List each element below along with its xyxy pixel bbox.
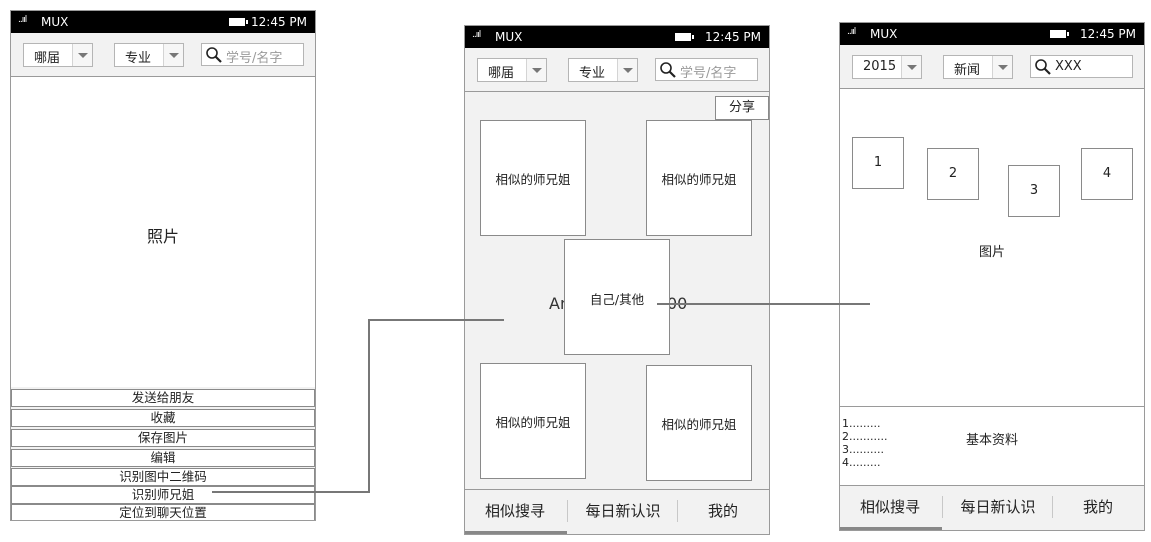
search-icon xyxy=(206,47,222,63)
major-dropdown[interactable]: 专业 xyxy=(114,43,184,67)
chevron-down-icon xyxy=(617,59,637,81)
status-bar: ..ııl MUX 12:45 PM xyxy=(840,23,1144,45)
search-icon xyxy=(1035,59,1051,75)
similar-alumni-card-2[interactable]: 相似的师兄姐 xyxy=(646,120,752,236)
battery-icon xyxy=(229,18,248,26)
year-dropdown-value: 2015 xyxy=(863,59,897,74)
menu-scan-qr[interactable]: 识别图中二维码 xyxy=(11,468,315,486)
status-bar: ..ııl MUX 12:45 PM xyxy=(465,26,769,48)
info-line-3: 3.......... xyxy=(842,443,884,456)
search-placeholder: 学号/名字 xyxy=(680,66,737,81)
year-dropdown[interactable]: 2015 xyxy=(852,55,922,79)
search-input[interactable]: 学号/名字 xyxy=(655,58,758,81)
self-other-label: 自己/其他 xyxy=(589,292,645,307)
profile-info-panel: 1......... 2........... 3.......... 4...… xyxy=(840,407,1144,486)
image-box-1[interactable]: 1 xyxy=(852,137,904,189)
carrier-name: MUX xyxy=(41,15,69,29)
image-box-3[interactable]: 3 xyxy=(1008,165,1060,217)
flow-connector xyxy=(368,319,370,493)
status-time: 12:45 PM xyxy=(251,15,307,29)
battery-icon xyxy=(1050,30,1069,38)
card-label: 相似的师兄姐 xyxy=(495,415,571,430)
major-dropdown-label: 专业 xyxy=(125,51,152,66)
flow-connector xyxy=(657,303,870,305)
tab-bar: 相似搜寻 每日新认识 我的 xyxy=(465,489,769,534)
flow-connector xyxy=(368,319,504,321)
similar-alumni-card-1[interactable]: 相似的师兄姐 xyxy=(480,120,586,236)
carrier-name: MUX xyxy=(495,30,523,44)
photo-area[interactable]: 照片 xyxy=(11,77,315,387)
category-dropdown[interactable]: 新闻 xyxy=(943,55,1013,79)
signal-bars-icon: ..ııl xyxy=(847,27,856,37)
image-box-2[interactable]: 2 xyxy=(927,148,979,200)
chevron-down-icon xyxy=(526,59,546,81)
flow-connector xyxy=(212,491,370,493)
carrier-name: MUX xyxy=(870,27,898,41)
filter-bar: 2015 新闻 XXX xyxy=(840,45,1144,89)
menu-send-to-friend[interactable]: 发送给朋友 xyxy=(11,389,315,407)
screen-photo-detail: ..ııl MUX 12:45 PM 2015 新闻 XXX 1 2 3 4 图… xyxy=(839,22,1145,531)
tab-divider xyxy=(677,500,678,522)
tab-mine[interactable]: 我的 xyxy=(1082,498,1113,516)
card-label: 相似的师兄姐 xyxy=(495,172,571,187)
tab-divider xyxy=(1052,496,1053,518)
share-button[interactable]: 分享 xyxy=(715,96,769,120)
similar-alumni-card-4[interactable]: 相似的师兄姐 xyxy=(646,365,752,481)
year-dropdown[interactable]: 哪届 xyxy=(23,43,93,67)
menu-favorite[interactable]: 收藏 xyxy=(11,409,315,427)
battery-icon xyxy=(675,33,694,41)
status-time: 12:45 PM xyxy=(1080,27,1136,41)
search-placeholder: 学号/名字 xyxy=(226,51,283,66)
basic-info-label: 基本资料 xyxy=(965,433,1018,448)
image-area: 1 2 3 4 图片 xyxy=(840,89,1144,407)
screen-photo-menu: ..ııl MUX 12:45 PM 哪届 专业 学号/名字 照片 发送给朋友 … xyxy=(10,10,316,521)
major-dropdown-label: 专业 xyxy=(579,66,606,81)
active-tab-indicator xyxy=(840,527,942,530)
info-line-2: 2........... xyxy=(842,430,888,443)
year-dropdown-label: 哪届 xyxy=(34,51,61,66)
info-line-4: 4......... xyxy=(842,456,881,469)
tab-mine[interactable]: 我的 xyxy=(707,502,738,520)
similar-alumni-card-3[interactable]: 相似的师兄姐 xyxy=(480,363,586,479)
status-time: 12:45 PM xyxy=(705,30,761,44)
screen-similar-alumni: ..ııl MUX 12:45 PM 哪届 专业 学号/名字 分享 相似的师兄姐… xyxy=(464,25,770,535)
chevron-down-icon xyxy=(163,44,183,66)
signal-bars-icon: ..ııl xyxy=(18,15,27,25)
filter-bar: 哪届 专业 学号/名字 xyxy=(465,48,769,92)
menu-edit[interactable]: 编辑 xyxy=(11,449,315,467)
self-other-card[interactable]: 自己/其他 xyxy=(564,239,670,355)
tab-similar-search[interactable]: 相似搜寻 xyxy=(484,502,545,520)
menu-save-image[interactable]: 保存图片 xyxy=(11,429,315,447)
status-bar: ..ııl MUX 12:45 PM xyxy=(11,11,315,33)
active-tab-indicator xyxy=(465,531,567,534)
card-label: 相似的师兄姐 xyxy=(661,172,737,187)
tab-similar-search[interactable]: 相似搜寻 xyxy=(859,498,920,516)
category-dropdown-value: 新闻 xyxy=(954,63,981,78)
chevron-down-icon xyxy=(901,56,921,78)
menu-identify-alumni[interactable]: 识别师兄姐 xyxy=(11,486,315,504)
card-label: 相似的师兄姐 xyxy=(661,417,737,432)
image-label: 图片 xyxy=(978,245,1005,260)
search-icon xyxy=(660,62,676,78)
tab-daily-new[interactable]: 每日新认识 xyxy=(585,502,661,520)
search-value: XXX xyxy=(1055,59,1082,74)
signal-bars-icon: ..ııl xyxy=(472,30,481,40)
photo-label: 照片 xyxy=(146,227,179,246)
year-dropdown[interactable]: 哪届 xyxy=(477,58,547,82)
image-box-4[interactable]: 4 xyxy=(1081,148,1133,200)
menu-locate-in-chat[interactable]: 定位到聊天位置 xyxy=(11,504,315,520)
tab-divider xyxy=(567,500,568,522)
tab-daily-new[interactable]: 每日新认识 xyxy=(960,498,1036,516)
major-dropdown[interactable]: 专业 xyxy=(568,58,638,82)
info-line-1: 1......... xyxy=(842,417,881,430)
tab-bar: 相似搜寻 每日新认识 我的 xyxy=(840,485,1144,530)
chevron-down-icon xyxy=(992,56,1012,78)
tab-divider xyxy=(942,496,943,518)
year-dropdown-label: 哪届 xyxy=(488,66,515,81)
chevron-down-icon xyxy=(72,44,92,66)
search-input[interactable]: 学号/名字 xyxy=(201,43,304,66)
search-input[interactable]: XXX xyxy=(1030,55,1133,78)
filter-bar: 哪届 专业 学号/名字 xyxy=(11,33,315,77)
